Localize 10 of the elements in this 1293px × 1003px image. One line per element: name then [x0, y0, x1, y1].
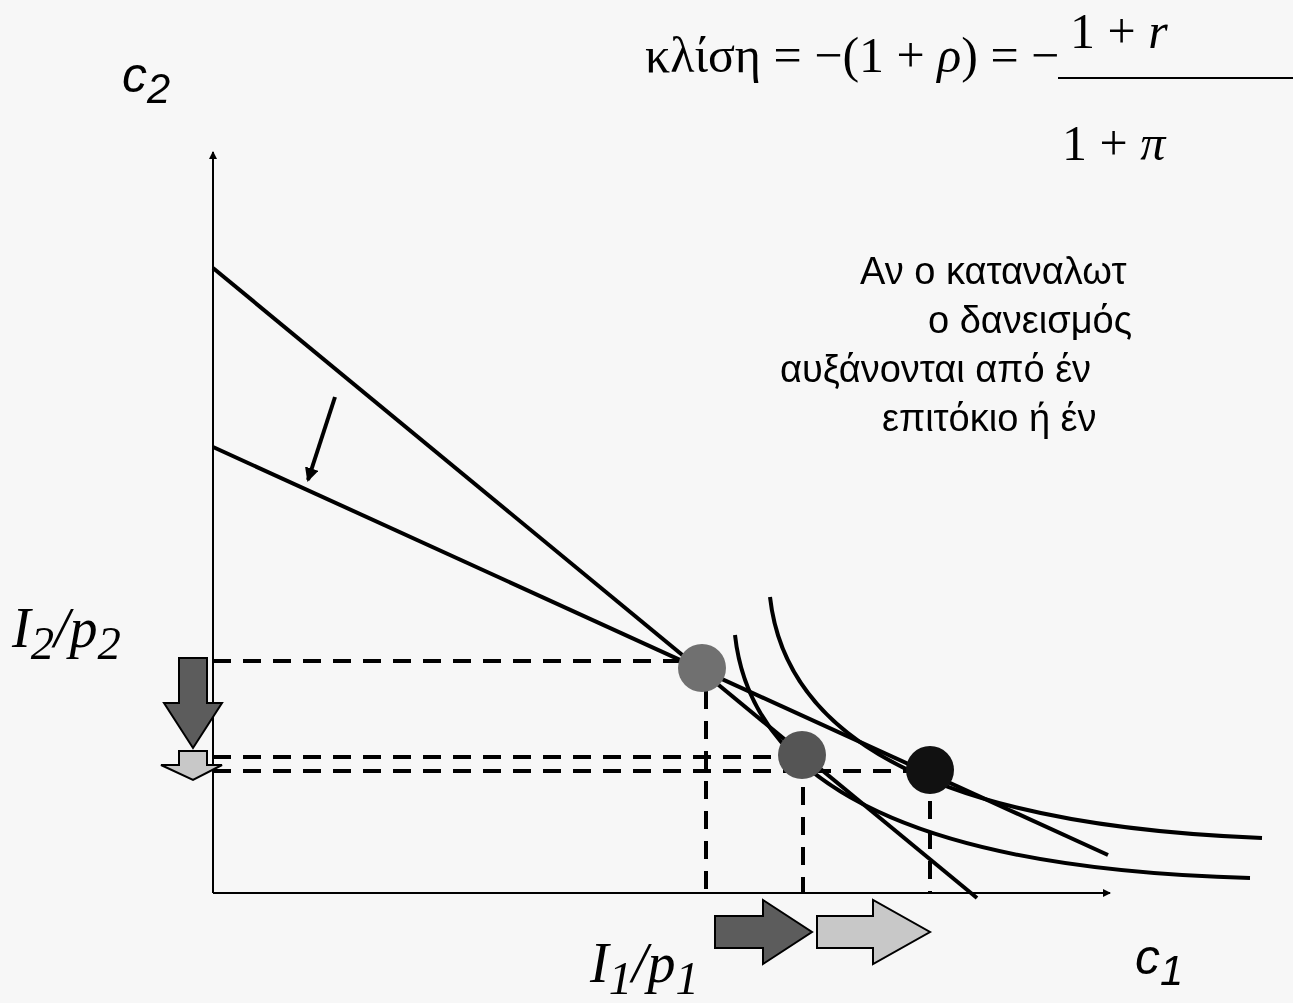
axis-label: c$_{1}$	[1135, 932, 1184, 992]
axis-label: c$_{2}$	[122, 50, 171, 110]
formula-denominator: 1 + π	[1062, 118, 1166, 168]
formula-numerator: 1 + r	[1070, 6, 1168, 56]
axis-value-label: I$_{1}$/p$_{1}$	[590, 935, 699, 1002]
annotation-text: αυξάνονται από έν	[780, 350, 1092, 388]
annotation-text: ο δανεισμός	[928, 301, 1132, 339]
annotation-text: επιτόκιο ή έν	[882, 399, 1097, 437]
axis-value-label: I$_{2}$/p$_{2}$	[12, 600, 121, 667]
annotation-text: Αν ο καταναλωτ	[860, 252, 1127, 290]
